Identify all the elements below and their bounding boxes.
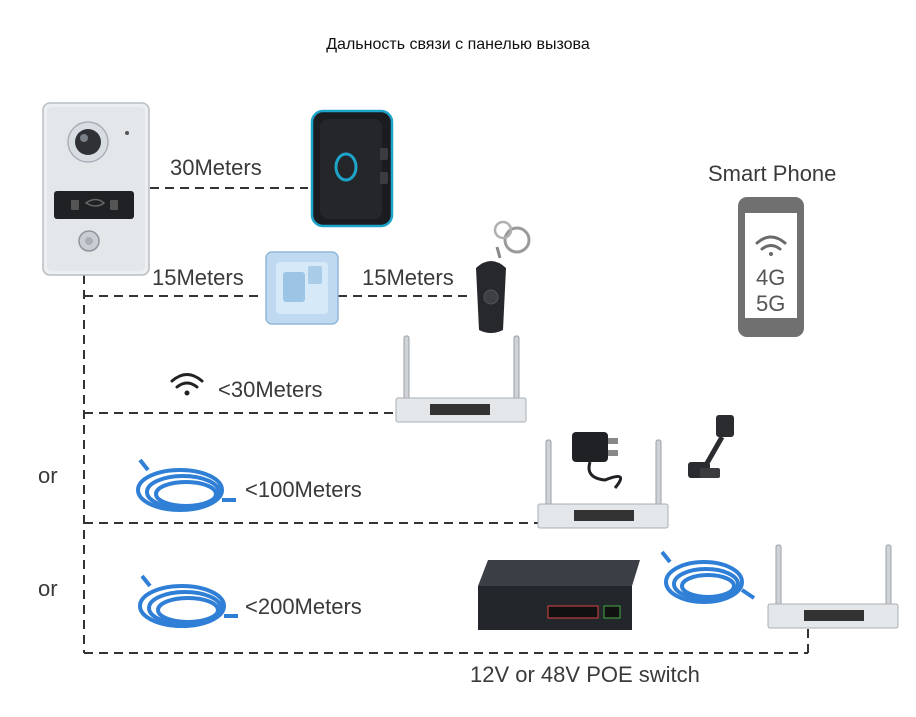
wifi-icon xyxy=(170,373,204,396)
relay-box-icon xyxy=(265,251,339,325)
connection-lines xyxy=(83,187,809,654)
smartphone-label: Smart Phone xyxy=(708,161,837,186)
ethernet-cable-icon xyxy=(660,550,756,604)
poe-switch-label: 12V or 48V POE switch xyxy=(470,662,700,687)
phone-4g-label: 4G xyxy=(756,265,786,290)
router-icon xyxy=(395,335,527,423)
remote-range-label: 15Meters xyxy=(362,265,454,290)
power-adapter-icon xyxy=(572,432,623,489)
or-label: or xyxy=(38,576,58,601)
chime-icon xyxy=(310,109,394,228)
or-label: or xyxy=(38,463,58,488)
poe-injector-icon xyxy=(688,415,734,478)
diagram-title: Дальность связи с панелью вызова xyxy=(326,36,590,53)
chime-range-label: 30Meters xyxy=(170,155,262,180)
poe-switch-icon xyxy=(478,560,640,630)
phone-5g-label: 5G xyxy=(756,291,786,316)
remote-fob-icon xyxy=(476,220,531,333)
ethernet-cable-icon xyxy=(136,458,236,512)
phone-wifi-icon xyxy=(755,235,787,256)
router-icon xyxy=(537,439,669,529)
relay-range-label: 15Meters xyxy=(152,265,244,290)
smartphone-icon xyxy=(738,197,804,337)
ethernet-cable-icon xyxy=(138,574,238,628)
wifi-range-label: <30Meters xyxy=(218,377,323,402)
cable100-range-label: <100Meters xyxy=(245,477,362,502)
router-icon xyxy=(767,544,899,629)
doorbell-panel-icon xyxy=(42,102,150,276)
cable200-range-label: <200Meters xyxy=(245,594,362,619)
